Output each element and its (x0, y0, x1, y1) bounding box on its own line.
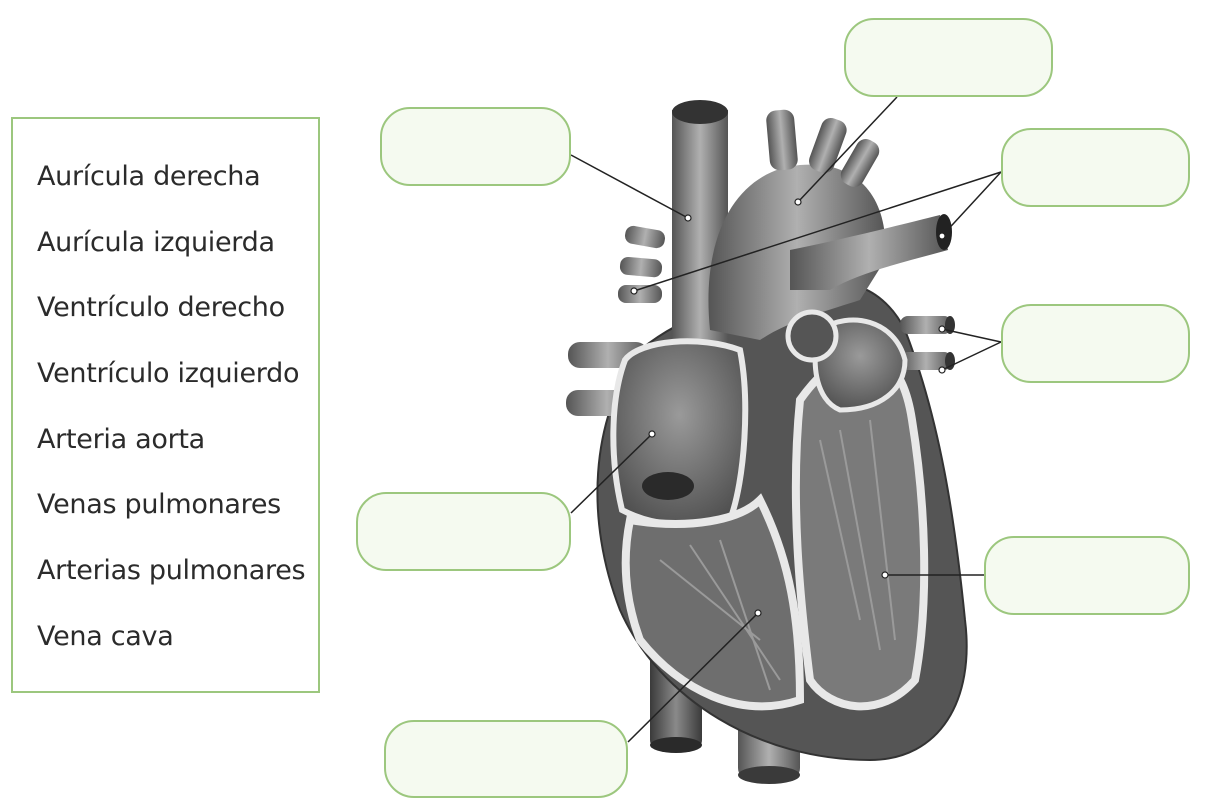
leader-lines (570, 96, 1002, 743)
aortic-valve (785, 309, 839, 363)
pulmonary-artery (790, 214, 952, 290)
word-bank-item: Vena cava (37, 621, 174, 652)
muscle-striations (659, 419, 896, 691)
answer-box-upper-left[interactable] (380, 107, 571, 186)
word-bank-box: Aurícula derecha Aurícula izquierda Vent… (11, 117, 320, 693)
coronary-sinus-opening (642, 472, 694, 500)
word-bank-item: Venas pulmonares (37, 489, 281, 520)
word-bank-item: Arteria aorta (37, 424, 205, 455)
word-bank-item: Arterias pulmonares (37, 555, 306, 586)
answer-box-lower-right[interactable] (984, 536, 1190, 615)
answer-box-middle-right[interactable] (1001, 304, 1190, 383)
word-bank-item: Ventrículo izquierdo (37, 358, 300, 389)
word-bank-item: Aurícula derecha (37, 161, 261, 192)
answer-box-upper-right[interactable] (1001, 128, 1190, 207)
leader-dots (630, 198, 946, 617)
answer-box-middle-left[interactable] (356, 492, 571, 571)
answer-box-bottom[interactable] (384, 720, 628, 798)
word-bank-item: Ventrículo derecho (37, 292, 285, 323)
answer-box-top[interactable] (844, 18, 1053, 97)
word-bank-item: Aurícula izquierda (37, 227, 275, 258)
